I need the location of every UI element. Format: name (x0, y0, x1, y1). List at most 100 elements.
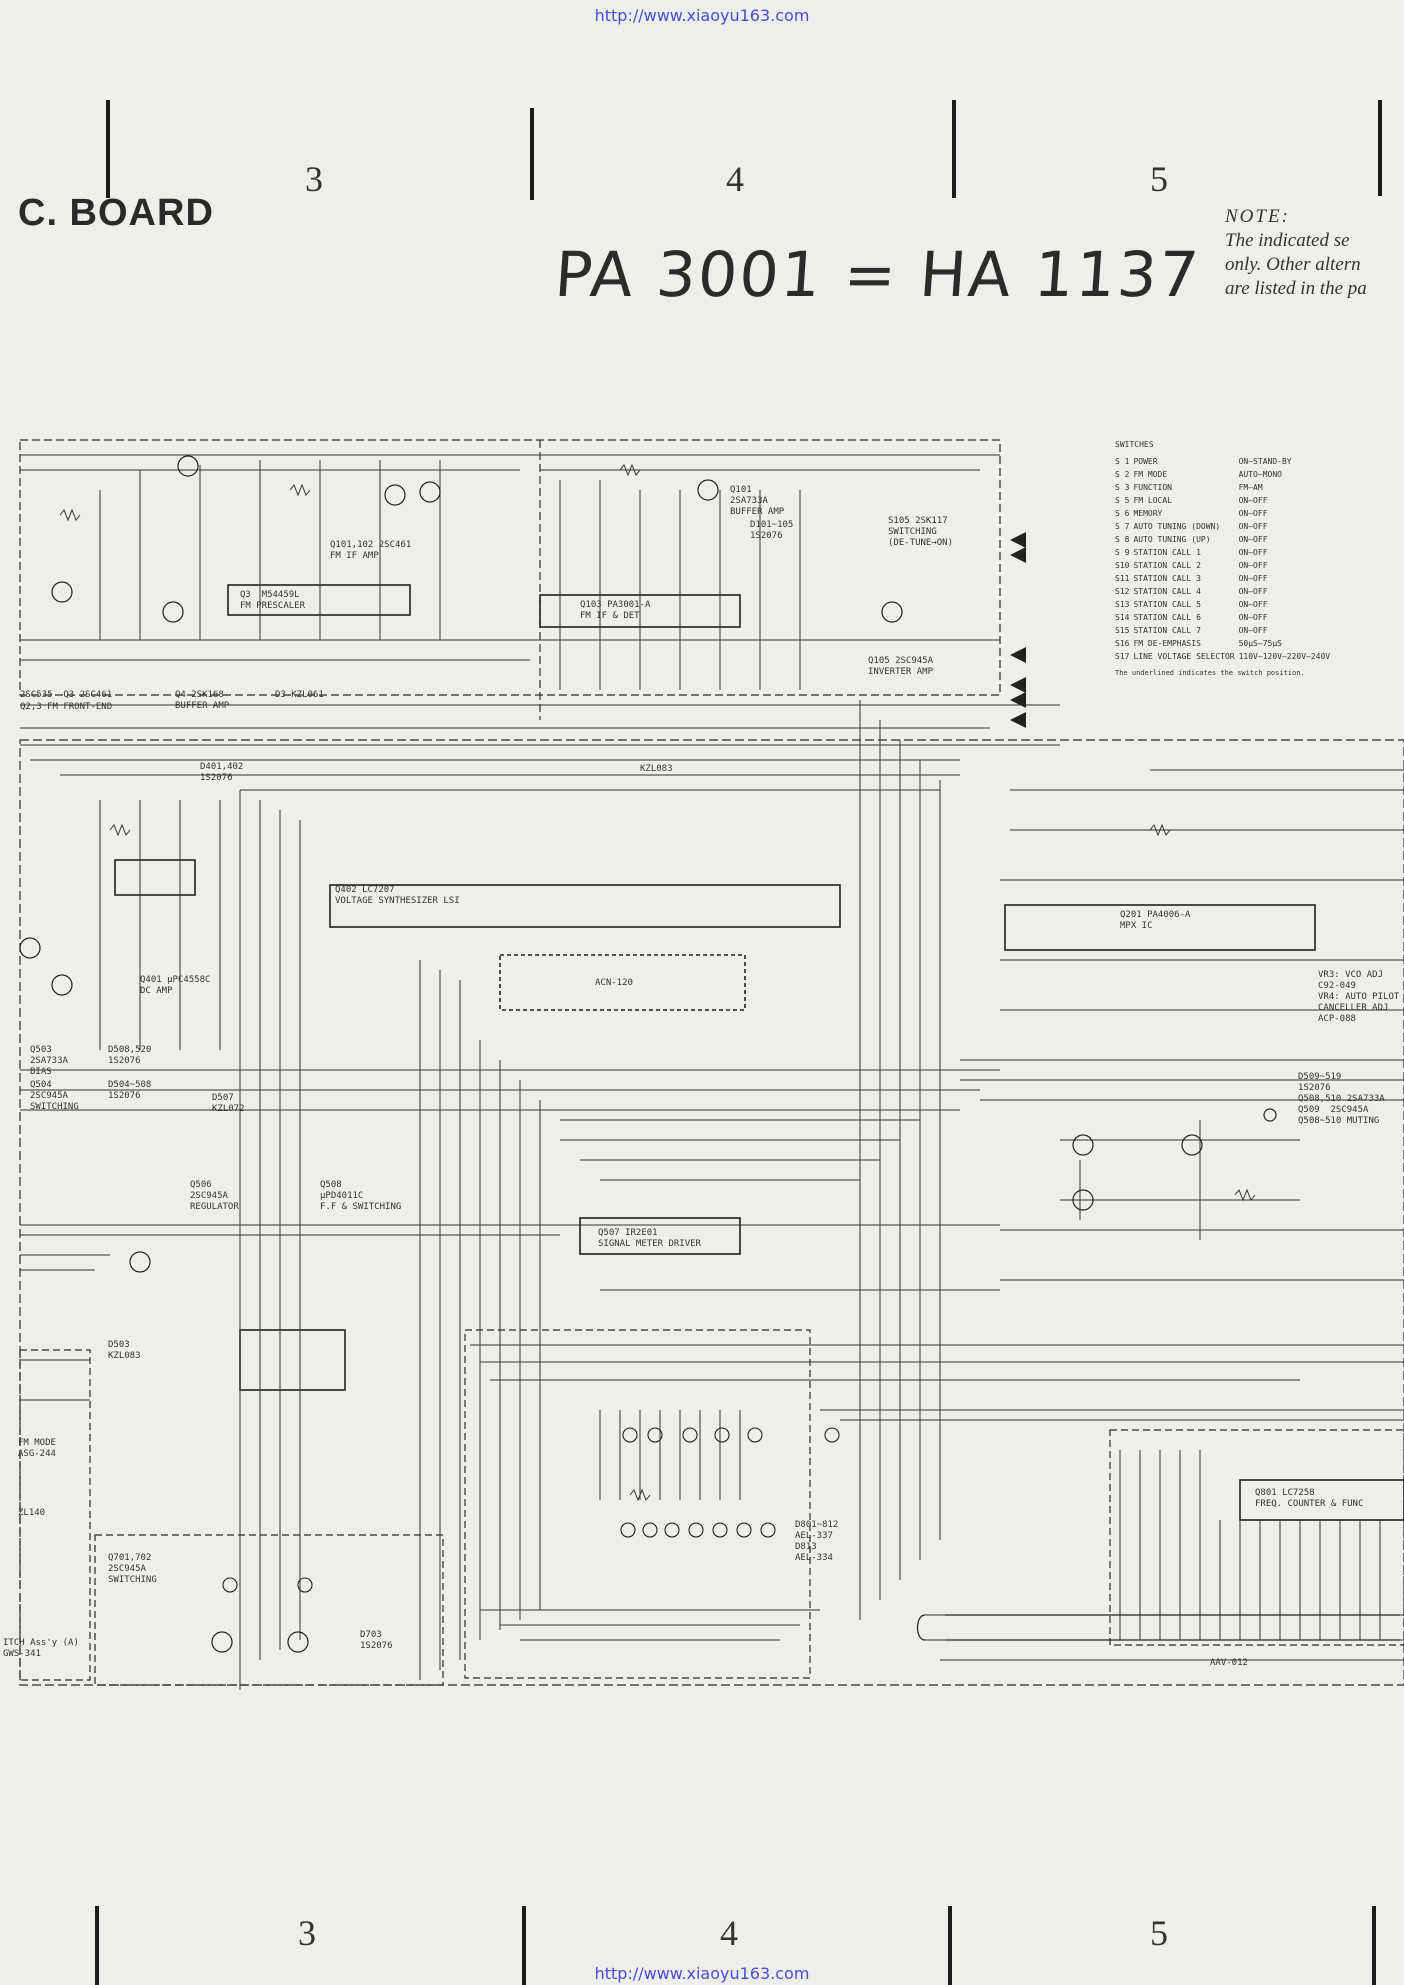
label-aav: AAV-012 (1210, 1658, 1248, 1668)
terminal-arrows (1010, 532, 1026, 728)
switch-name: FM MODE (1133, 470, 1168, 479)
transistor (129, 1251, 151, 1273)
label-d507: D507 KZL072 (212, 1093, 245, 1114)
label-zl140: ZL140 (18, 1508, 46, 1518)
ic-blocks (114, 584, 1404, 1521)
switch-name: STATION CALL 6 (1133, 613, 1201, 622)
switch-name: FM LOCAL (1133, 496, 1172, 505)
connector-bus (916, 1614, 1400, 1641)
transistor (177, 455, 199, 477)
switch-id: S17 (1115, 652, 1130, 661)
switches-footnote: The underlined indicates the switch posi… (1115, 669, 1305, 677)
label-q506: Q506 2SC945A REGULATOR (190, 1180, 239, 1212)
label-vr: VR3: VCO ADJ C92-049 VR4: AUTO PILOT CAN… (1318, 970, 1400, 1024)
switch-pos: ON—OFF (1238, 509, 1268, 518)
switch-pos: ON—OFF (1238, 626, 1268, 635)
column-number: 3 (305, 159, 323, 199)
switch-name: AUTO TUNING (UP) (1133, 535, 1211, 544)
label-d801: D801~812 AEL-337 D813 AEL-334 (795, 1520, 839, 1563)
transistor (51, 581, 73, 603)
column-tick (948, 1906, 952, 1985)
column-number: 5 (1150, 159, 1168, 199)
label-q701: Q701,702 2SC945A SWITCHING (108, 1553, 157, 1585)
led-row (222, 1427, 840, 1593)
switch-id: S12 (1115, 587, 1130, 596)
label-q101: Q101,102 2SC461 FM IF AMP (330, 540, 412, 561)
transistor (287, 1631, 309, 1653)
transistor (51, 974, 73, 996)
switch-id: S13 (1115, 600, 1130, 609)
transistor (1181, 1134, 1203, 1156)
label-q101b: Q101 2SA733A BUFFER AMP (730, 485, 785, 517)
ic-q402 (329, 884, 841, 928)
switch-id: S 5 (1115, 496, 1130, 505)
label-q201: Q201 PA4006-A MPX IC (1120, 910, 1191, 931)
components (19, 455, 1277, 1653)
display-outline (464, 1329, 811, 1679)
wiring (20, 454, 1404, 1690)
switch-name: STATION CALL 5 (1133, 600, 1201, 609)
switch-pos: ON—OFF (1238, 587, 1268, 596)
label-q402: Q402 LC7207 VOLTAGE SYNTHESIZER LSI (335, 885, 460, 906)
board-outlines (19, 439, 1404, 1686)
column-tick (952, 100, 956, 198)
ic-q201 (1004, 904, 1316, 951)
switch-name: STATION CALL 7 (1133, 626, 1201, 635)
switch-id: S 8 (1115, 535, 1130, 544)
column-tick (1378, 100, 1382, 196)
transistor (881, 601, 903, 623)
ic-q401 (114, 859, 196, 896)
switch-pos: 110V—120V—220V—240V (1238, 652, 1331, 661)
label-q23: 2SC535 Q3 2SC461 (20, 690, 113, 700)
label-q401: Q401 μPC4558C DC AMP (140, 975, 211, 996)
switch-id: S16 (1115, 639, 1130, 648)
note-heading: NOTE: (1225, 206, 1290, 227)
column-tick (106, 100, 110, 198)
switch-id: S 1 (1115, 457, 1130, 466)
note-block: NOTE: The indicated se only. Other alter… (1225, 205, 1367, 301)
column-tick (522, 1906, 526, 1985)
switch-pos: ON—OFF (1238, 496, 1268, 505)
front-end-outline (19, 439, 1001, 696)
switch-pos: AUTO—MONO (1238, 470, 1282, 479)
switch-name: AUTO TUNING (DOWN) (1133, 522, 1221, 531)
ic-acn120 (499, 954, 746, 1011)
label-q503: Q503 2SA733A BIAS (30, 1045, 68, 1077)
switch-pos: ON—OFF (1238, 600, 1268, 609)
switch-id: S 9 (1115, 548, 1130, 557)
column-tick (1372, 1906, 1376, 1985)
switch-id: S15 (1115, 626, 1130, 635)
label-d703: D703 1S2076 (360, 1630, 393, 1651)
label-q801: Q801 LC7258 FREQ. COUNTER & FUNC (1255, 1488, 1364, 1509)
column-number: 4 (720, 1913, 738, 1953)
label-q105: Q105 2SC945A INVERTER AMP (868, 656, 934, 677)
switch-name: POWER (1133, 457, 1158, 466)
switch-pos: ON—OFF (1238, 535, 1268, 544)
label-s105: S105 2SK117 SWITCHING (DE-TUNE→ON) (888, 516, 954, 548)
switch-pos: FM—AM (1238, 483, 1263, 492)
switch-id: S 2 (1115, 470, 1130, 479)
ic-q3 (227, 584, 411, 616)
column-tick (530, 108, 534, 200)
label-d508: D508,520 1S2076 (108, 1045, 152, 1066)
switch-name: LINE VOLTAGE SELECTOR (1133, 652, 1235, 661)
switch-id: S11 (1115, 574, 1130, 583)
switch-pos: ON—OFF (1238, 548, 1268, 557)
switch-id: S10 (1115, 561, 1130, 570)
label-q103: Q103 PA3001-A FM IF & DET (580, 600, 651, 621)
switch-name: FM DE-EMPHASIS (1133, 639, 1201, 648)
switch-id: S 3 (1115, 483, 1130, 492)
label-q3: Q3 M54459L FM PRESCALER (240, 590, 306, 611)
